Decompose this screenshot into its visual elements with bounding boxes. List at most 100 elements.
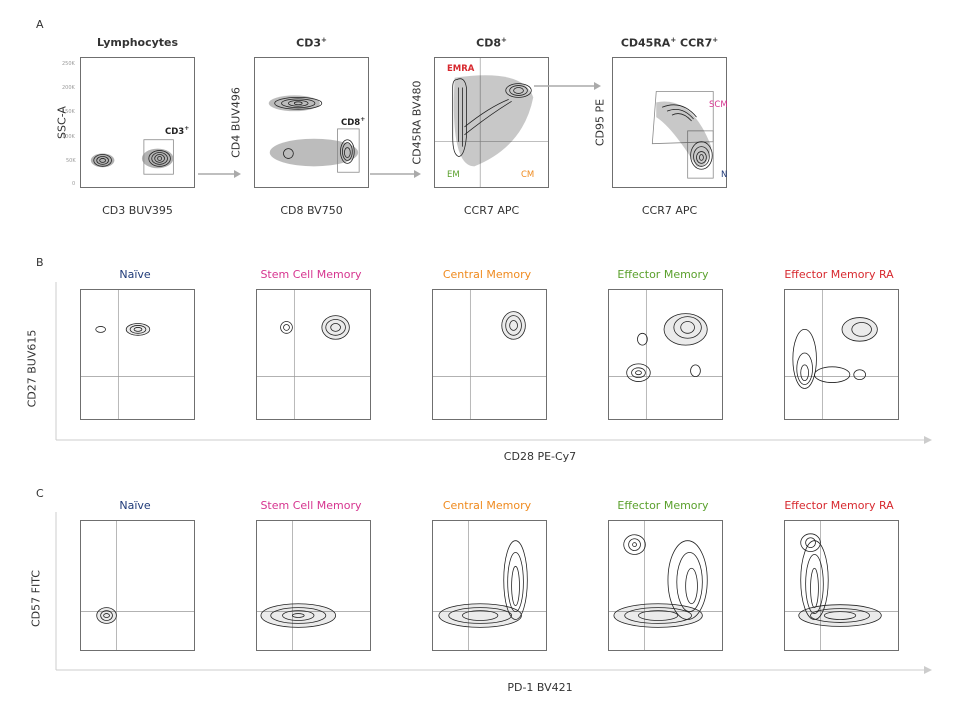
plot-a3-ylabel: CD45RA BV480 [410,80,424,165]
plot-a2-canvas [268,95,360,173]
plot-a1: CD3+ [80,57,195,188]
density-contour [509,320,518,331]
density-contour [505,315,522,336]
central-memory-canvas [433,521,546,650]
density-contour [637,332,648,346]
effector-memory-ra-canvas [785,521,898,650]
density-contour [631,367,646,379]
density-contour [330,323,341,332]
central-memory-title: Central Memory [442,499,532,512]
naive-gate-label: N [721,170,728,180]
cd3-gate [143,139,174,175]
effector-memory-ra-plot [784,520,899,651]
density-contour [805,554,824,614]
central-memory-plot [432,520,547,651]
naive-gate [687,130,714,179]
plot-a3-canvas [435,58,548,187]
panel-c-xlabel: PD-1 BV421 [507,681,573,694]
plot-a4-xlabel: CCR7 APC [641,204,698,217]
density-contour [282,610,315,621]
panel-a-letter: A [36,18,44,31]
panel-c-letter: C [36,487,44,500]
density-contour [95,326,106,333]
density-contour [823,611,857,620]
em-quadrant-label: EM [447,170,460,180]
naive-canvas [81,290,194,419]
plot-a2: CD8+ [254,57,369,188]
stem-cell-memory-canvas [257,290,370,419]
ytick-label: 250K [62,61,75,67]
density-contour [325,319,346,336]
ytick-label: 200K [62,85,75,91]
central-memory-title: Central Memory [442,268,532,281]
density-contour [796,352,813,385]
density-contour [680,321,695,334]
density-contour [280,321,293,334]
plot-a2-xlabel: CD8 BV750 [280,204,343,217]
density-contour [628,538,641,551]
panel-b-xlabel: CD28 PE-Cy7 [503,450,577,463]
density-contour [805,537,816,548]
cd8-gate [337,128,360,173]
panel-b-ylabel: CD27 BUV615 [25,329,39,408]
panel-b-letter: B [36,256,44,269]
naive-canvas [81,521,194,650]
central-memory-plot [432,289,547,420]
naive-plot [80,289,195,420]
density-contour [690,364,701,378]
plot-a4-canvas [651,91,714,179]
arrow-a1-a2 [198,170,241,178]
naive-title: Naïve [119,268,151,281]
plot-a2-title: CD3+ [296,36,327,50]
density-contour [667,540,708,620]
plot-a1-canvas [90,139,174,175]
density-contour [676,552,703,612]
arrow-a2-a3 [370,170,421,178]
density-contour [685,567,698,605]
effector-memory-canvas [609,290,722,419]
density-contour [283,324,290,331]
stem-cell-memory-title: Stem Cell Memory [260,268,362,281]
plot-a4: SCM N [612,57,728,188]
density-contour [800,540,829,620]
effector-memory-ra-canvas [785,290,898,419]
density-contour [270,607,327,624]
plot-a3-title: CD8+ [476,36,507,50]
density-contour [626,363,651,382]
density-contour [851,322,872,337]
density-contour [503,540,528,620]
ytick-label: 0 [72,181,76,187]
effector-memory-ra-title: Effector Memory RA [784,499,894,512]
naive-title: Naïve [119,499,151,512]
panel-c-axes [55,512,932,674]
effector-memory-canvas [609,521,722,650]
central-memory-canvas [433,290,546,419]
stem-cell-memory-title: Stem Cell Memory [260,499,362,512]
plot-a4-ylabel: CD95 PE [593,98,607,147]
contours [93,150,171,167]
effector-memory-plot [608,289,723,420]
density-contour [638,610,679,621]
density-contour [100,610,113,621]
density-contour [103,613,110,618]
stem-cell-memory-plot [256,520,371,651]
effector-memory-plot [608,520,723,651]
stem-cell-memory-canvas [257,521,370,650]
stem-cell-memory-plot [256,289,371,420]
plot-a4-title: CD45RA+ CCR7+ [620,36,719,50]
naive-plot [80,520,195,651]
density-contour [663,313,708,346]
arrow-a3-a4 [534,82,601,90]
density-contour [853,369,866,381]
density-contour [129,325,147,334]
density-contour [133,327,143,332]
plot-a3-xlabel: CCR7 APC [463,204,520,217]
cd3-gate-label: CD3+ [165,125,190,137]
density-contour [800,533,821,552]
density-contour [800,364,809,381]
panel-b-axes [55,282,932,444]
ytick-label: 50K [66,158,76,164]
ytick-label: 100K [62,134,75,140]
emra-quadrant-label: EMRA [447,64,475,74]
density-contour [841,317,878,342]
